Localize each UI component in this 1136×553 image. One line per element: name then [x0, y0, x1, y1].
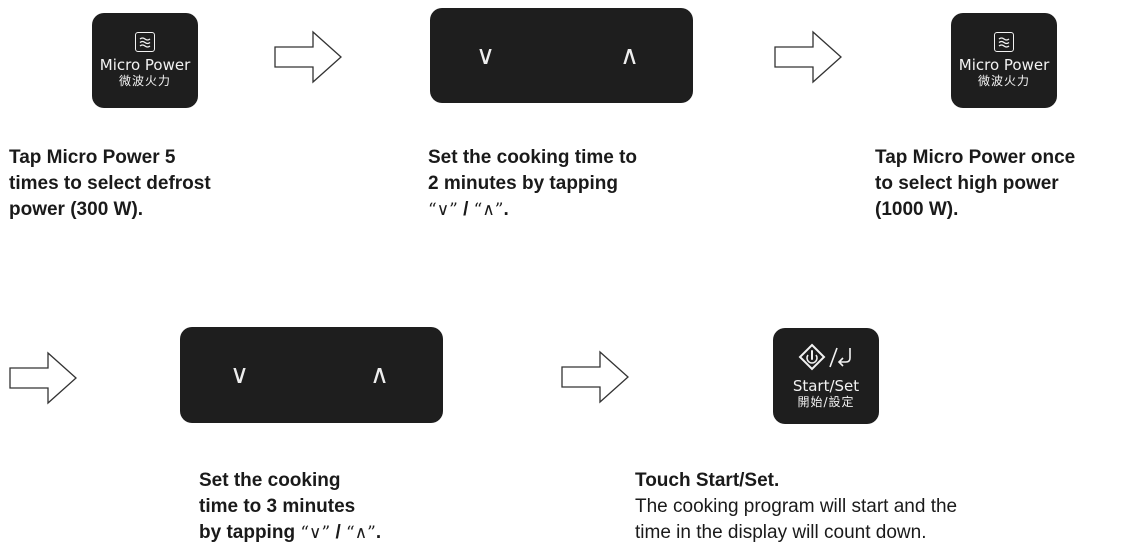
- start-set-icon: [797, 343, 855, 375]
- step-5-line-1: The cooking program will start and the: [635, 496, 958, 517]
- up-symbol-quote: “∧”: [473, 200, 504, 220]
- step-3-line-1: Tap Micro Power once: [875, 147, 1076, 168]
- microwave-waves-icon: [994, 32, 1014, 52]
- micro-power-label-cn: 微波火力: [977, 74, 1030, 88]
- step-5-text: Touch Start/Set. The cooking program wil…: [635, 468, 957, 546]
- step-3-line-3: (1000 W).: [875, 199, 959, 220]
- right-arrow-icon: [9, 351, 77, 405]
- time-up-button[interactable]: ∧: [370, 360, 390, 390]
- step-1-line-3: power (300 W).: [9, 199, 144, 220]
- step-2-line-2: 2 minutes by tapping: [428, 173, 619, 194]
- down-symbol-quote: “∨”: [300, 523, 331, 543]
- step-4-text: Set the cooking time to 3 minutes by tap…: [199, 468, 381, 546]
- time-down-button[interactable]: ∨: [230, 360, 250, 390]
- up-symbol-quote: “∧”: [346, 523, 376, 543]
- step-2-end: .: [503, 199, 509, 220]
- step-1-text: Tap Micro Power 5 times to select defros…: [9, 145, 211, 223]
- micro-power-button-2[interactable]: Micro Power 微波火力: [951, 13, 1057, 108]
- step-4-line-1: Set the cooking: [199, 470, 341, 491]
- micro-power-button-1[interactable]: Micro Power 微波火力: [92, 13, 198, 108]
- start-set-button[interactable]: Start/Set 開始/設定: [773, 328, 879, 424]
- microwave-waves-icon: [135, 32, 155, 52]
- step-2-line-1: Set the cooking time to: [428, 147, 638, 168]
- micro-power-label: Micro Power: [958, 56, 1050, 74]
- right-arrow-icon: [274, 30, 342, 84]
- step-3-line-2: to select high power: [875, 173, 1059, 194]
- micro-power-label: Micro Power: [99, 56, 191, 74]
- micro-power-label-cn: 微波火力: [118, 74, 171, 88]
- right-arrow-icon: [561, 350, 629, 404]
- step-4-line-2: time to 3 minutes: [199, 496, 356, 517]
- time-up-button[interactable]: ∧: [620, 40, 640, 71]
- step-5-line-2: time in the display will count down.: [635, 522, 927, 543]
- start-set-label-cn: 開始/設定: [797, 394, 855, 409]
- symbol-separator: /: [457, 199, 474, 220]
- step-5-title: Touch Start/Set.: [635, 470, 780, 491]
- time-adjust-panel-2: ∨ ∧: [180, 327, 443, 423]
- symbol-separator: /: [330, 522, 347, 543]
- step-4-end: .: [375, 522, 382, 543]
- step-4-line-3: by tapping: [199, 522, 296, 543]
- time-down-button[interactable]: ∨: [476, 40, 496, 71]
- right-arrow-icon: [774, 30, 842, 84]
- start-set-label: Start/Set: [792, 376, 860, 395]
- down-symbol-quote: “∨”: [428, 200, 458, 220]
- time-adjust-panel-1: ∨ ∧: [430, 8, 693, 103]
- step-1-line-2: times to select defrost: [9, 173, 211, 194]
- step-3-text: Tap Micro Power once to select high powe…: [875, 145, 1075, 223]
- step-2-text: Set the cooking time to 2 minutes by tap…: [428, 145, 637, 223]
- step-1-line-1: Tap Micro Power 5: [9, 147, 176, 168]
